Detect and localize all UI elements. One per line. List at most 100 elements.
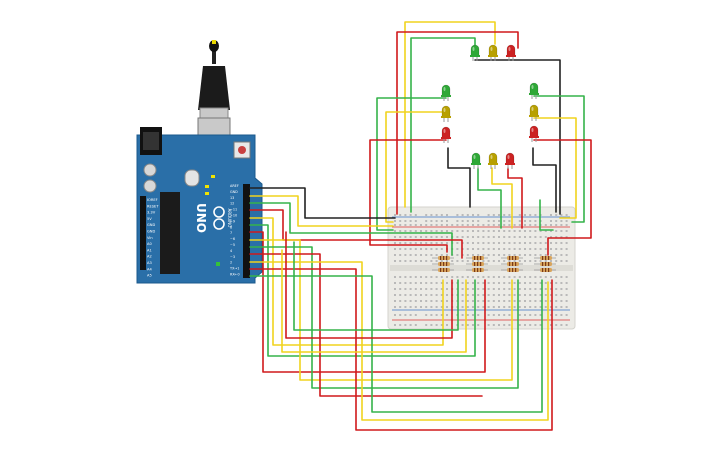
power-led	[216, 262, 220, 266]
led-left-green	[441, 84, 451, 101]
wire-green-center-light	[477, 167, 502, 229]
wire-green-left-light	[376, 97, 447, 231]
wire-yellow-right-light	[533, 117, 577, 219]
usb-cable-end	[209, 40, 219, 52]
wire-arduino-ground	[249, 187, 396, 219]
led-top-green	[470, 44, 480, 61]
resistor	[432, 256, 454, 260]
led-right-red	[529, 125, 539, 142]
power-pin-label: GND	[147, 230, 155, 234]
digital-pin-label: ~9	[230, 219, 235, 223]
board-brand-label: ARDUINO	[227, 209, 232, 228]
wire-pin6	[249, 246, 519, 389]
power-pin-label: A1	[147, 248, 152, 252]
wire-loop-b	[293, 241, 459, 331]
wire-red-center-light	[507, 167, 523, 229]
resistor	[432, 262, 454, 266]
wire-pin2	[249, 275, 543, 413]
power-analog-header	[140, 196, 146, 270]
resistor	[466, 256, 488, 260]
resistor	[501, 268, 523, 272]
wire-green-center-bus	[539, 199, 554, 231]
wire-red-top-light	[396, 31, 519, 215]
usb-plug	[198, 66, 230, 110]
led-top-red	[506, 44, 516, 61]
wire-yellow-left-light	[385, 111, 447, 223]
wire-green-right-light	[533, 95, 585, 223]
digital-pin-label: 8	[230, 225, 232, 229]
led-center-yellow	[488, 152, 498, 169]
resistor-group	[432, 256, 556, 272]
power-pin-label: IOREF	[147, 198, 158, 202]
resistor	[432, 268, 454, 272]
crystal	[184, 169, 200, 187]
wire-green-top-light	[410, 37, 476, 213]
power-pin-label: 5V	[147, 217, 152, 221]
led-left-yellow	[441, 105, 451, 122]
wire-pin13	[249, 195, 394, 227]
led-right-green	[529, 82, 539, 99]
power-pin-label: GND	[147, 223, 155, 227]
digital-pin-label: ~11	[230, 208, 237, 212]
breadboard-holes	[394, 214, 568, 326]
resistor	[534, 268, 556, 272]
power-pin-label: RESET	[147, 204, 159, 208]
resistor	[501, 262, 523, 266]
wire-red-left-light	[369, 139, 448, 253]
led-center-green	[471, 152, 481, 169]
digital-pin-label: 4	[230, 249, 232, 253]
board-model-label: UNO	[194, 203, 208, 233]
digital-pin-label: GND	[230, 190, 238, 194]
wire-ground-right-light	[532, 147, 557, 213]
power-pin-label: 3.3V	[147, 211, 156, 215]
resistor	[466, 262, 488, 266]
wires	[249, 21, 592, 431]
led-top-yellow	[488, 44, 498, 61]
wire-ground-top-light	[474, 59, 561, 215]
arduino-uno-board: UNO ARDUINO IOREFRESET3.3V5VGNDGNDVinA0A…	[136, 40, 263, 284]
digital-pin-label: ~5	[230, 243, 235, 247]
led-center-red	[505, 152, 515, 169]
wire-loop-a	[285, 231, 453, 339]
digital-pin-label: RX←0	[230, 273, 240, 277]
wire-pin10	[249, 217, 444, 346]
digital-pin-label: ~10	[230, 214, 237, 218]
power-pin-label: A5	[147, 274, 152, 278]
wire-pin3	[249, 268, 553, 431]
digital-pin-label: TX→1	[229, 267, 239, 271]
led-left-red	[441, 126, 451, 143]
wire-red-right-light	[533, 139, 592, 256]
wire-yellow-top-light	[404, 21, 496, 208]
power-pin-label: A3	[147, 261, 152, 265]
power-pin-label: A2	[147, 255, 152, 259]
wire-pin4	[249, 261, 549, 421]
resistor	[501, 256, 523, 260]
atmega-chip	[160, 192, 180, 274]
digital-pin-label: 2	[230, 261, 232, 265]
wire-loop-c	[281, 249, 467, 353]
led-right-yellow	[529, 104, 539, 121]
resistor	[466, 268, 488, 272]
board-logo: UNO ARDUINO	[194, 203, 232, 233]
digital-pin-label: ~6	[230, 237, 235, 241]
resistor	[534, 256, 556, 260]
wire-pin8	[249, 231, 486, 373]
wire-pin7	[249, 239, 513, 381]
wire-pin9	[249, 224, 476, 357]
digital-pin-label: AREF	[230, 184, 239, 188]
resistor	[534, 262, 556, 266]
digital-pin-label: 7	[230, 231, 232, 235]
wire-yellow-center-light	[491, 167, 513, 229]
power-pin-label: A4	[147, 267, 152, 271]
digital-pin-label: 12	[230, 202, 234, 206]
power-pin-label: Vin	[147, 236, 153, 240]
traffic-light-leds	[441, 44, 539, 169]
digital-pin-label: ~3	[230, 255, 235, 259]
wire-ground-left-light	[447, 147, 471, 208]
digital-header	[243, 184, 250, 278]
wire-pin5	[249, 253, 483, 397]
capacitor-2	[143, 179, 157, 193]
